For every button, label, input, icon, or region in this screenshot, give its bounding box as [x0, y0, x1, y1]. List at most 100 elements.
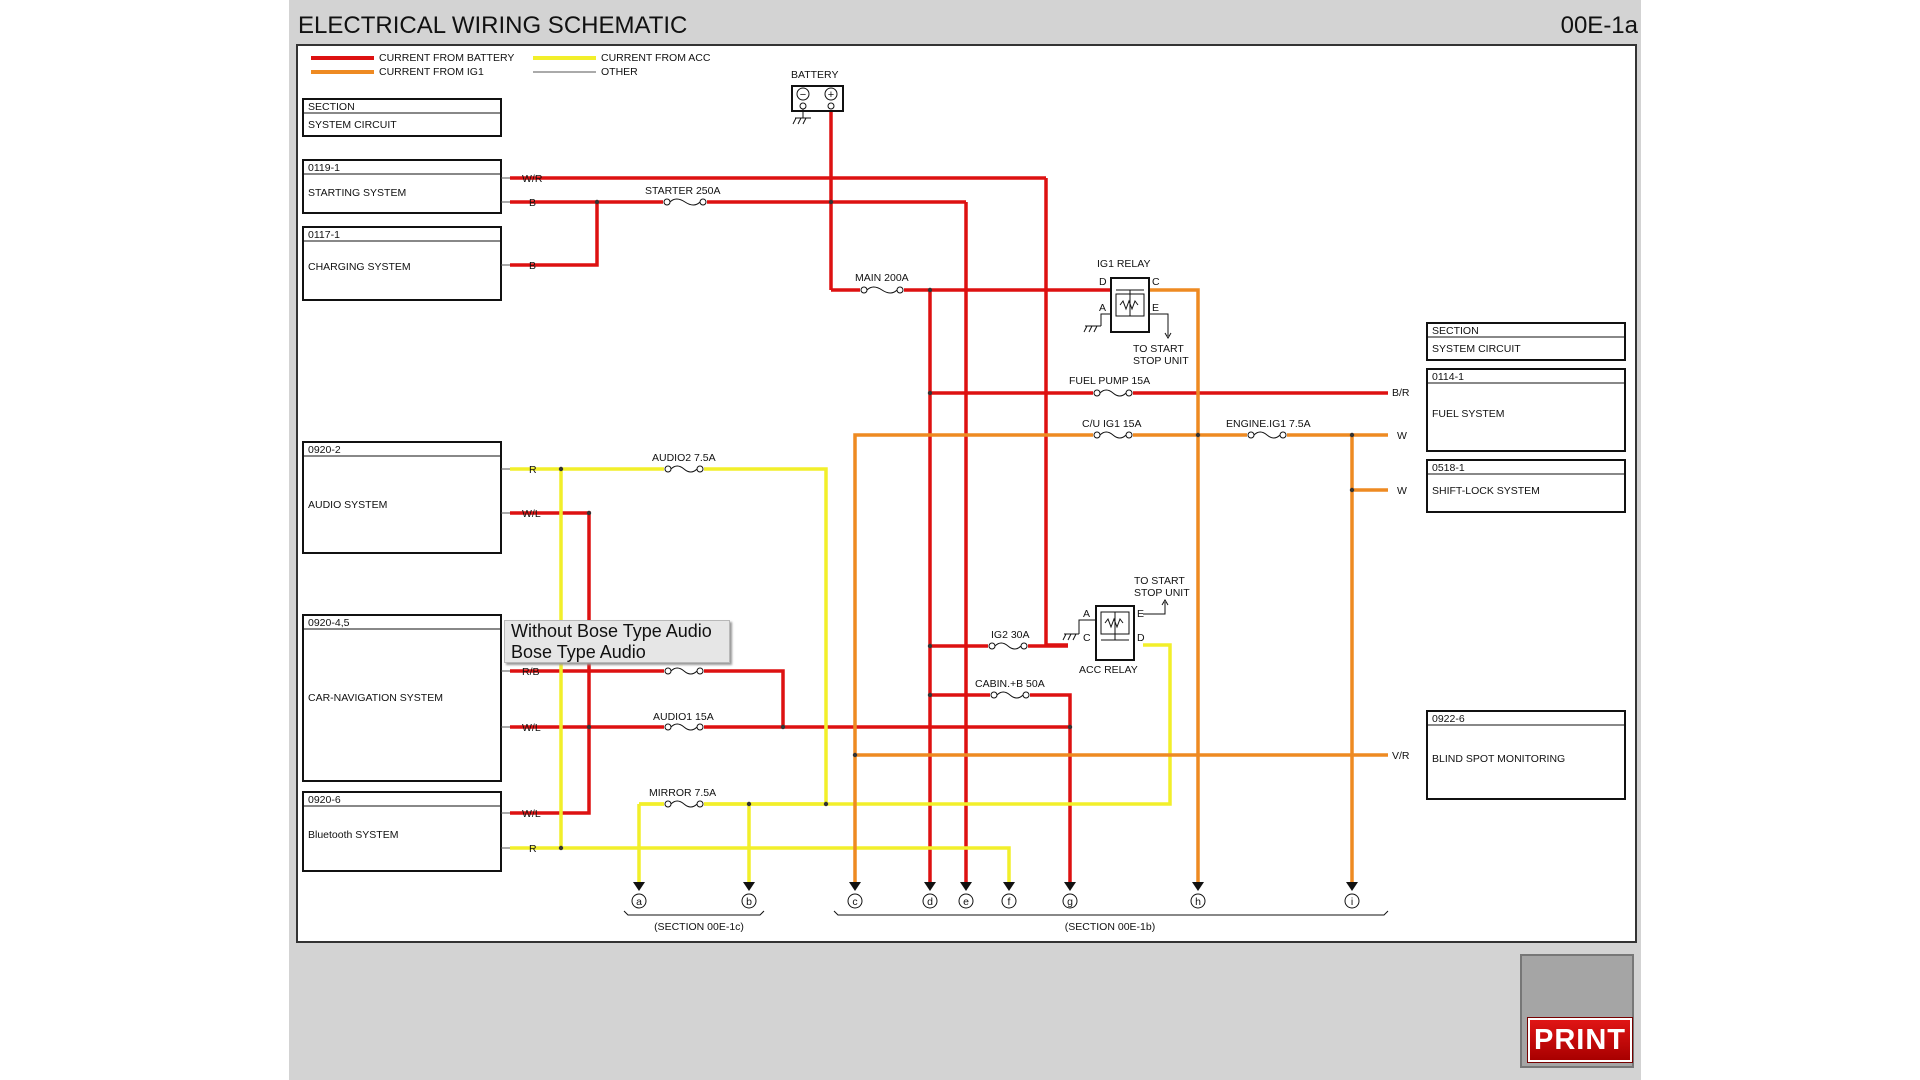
connector-a[interactable]: a: [631, 882, 647, 909]
wires-battery: [510, 105, 1388, 882]
fuse-icon: [1093, 429, 1133, 441]
connector-label: e: [963, 896, 969, 908]
fuse-icon: [664, 463, 704, 475]
legend-acc: CURRENT FROM ACC: [601, 52, 711, 64]
fuse-icon: [664, 721, 704, 733]
fuse-label: C/U IG1 15A: [1082, 418, 1142, 430]
box-name: CHARGING SYSTEM: [308, 261, 411, 273]
relay-note: TO START: [1134, 575, 1185, 587]
wire-code: W: [1397, 485, 1407, 497]
box-name: CAR-NAVIGATION SYSTEM: [308, 692, 443, 704]
fuse-label: AUDIO2 7.5A: [652, 452, 716, 464]
battery-positive: +: [828, 89, 834, 101]
box-code: 0117-1: [308, 229, 340, 241]
fuse-icon: [664, 665, 704, 677]
connector-label: f: [1008, 896, 1011, 908]
box-name: Bluetooth SYSTEM: [308, 829, 398, 841]
fuse-icon: [988, 640, 1028, 652]
system-box-starting[interactable]: 0119-1 STARTING SYSTEM: [302, 159, 502, 214]
wire-code: W/L: [522, 722, 541, 734]
connector-e[interactable]: e: [958, 882, 974, 909]
wire-code: R: [529, 464, 537, 476]
relay-pin: A: [1099, 302, 1106, 314]
fuse-icon: [1247, 429, 1287, 441]
legend-battery: CURRENT FROM BATTERY: [379, 52, 514, 64]
box-code: 0920-6: [308, 794, 341, 806]
fuse-label: IG2 30A: [991, 629, 1030, 641]
relay-note: STOP UNIT: [1133, 355, 1189, 367]
fuse-label: MIRROR 7.5A: [649, 787, 716, 799]
relay-name: ACC RELAY: [1079, 664, 1138, 676]
ig1-relay: IG1 RELAY D C A E TO START STOP UNIT: [1083, 258, 1189, 367]
fuse-label: MAIN 200A: [855, 272, 909, 284]
system-box-blind-spot[interactable]: 0922-6 BLIND SPOT MONITORING: [1426, 710, 1626, 800]
system-box-fuel[interactable]: 0114-1 FUEL SYSTEM: [1426, 368, 1626, 452]
relay-coil-icon: [1100, 611, 1130, 641]
box-code: 0518-1: [1432, 462, 1465, 474]
system-box-car-navigation[interactable]: 0920-4,5 CAR-NAVIGATION SYSTEM: [302, 614, 502, 782]
fuse-label: AUDIO1 15A: [653, 711, 714, 723]
box-code: 0920-4,5: [308, 617, 350, 629]
system-box-section-left[interactable]: SECTION SYSTEM CIRCUIT: [302, 98, 502, 137]
section-ref-1b[interactable]: (SECTION 00E-1b): [1065, 921, 1155, 933]
connector-label: c: [852, 896, 857, 908]
box-name: BLIND SPOT MONITORING: [1432, 753, 1565, 765]
system-box-section-right[interactable]: SECTION SYSTEM CIRCUIT: [1426, 322, 1626, 361]
fuses: STARTER 250A MAIN 200A FUEL PUMP 15A C/U…: [645, 185, 1311, 810]
connector-label: h: [1195, 896, 1201, 908]
acc-relay: TO START STOP UNIT A E C D ACC RELAY: [1062, 575, 1190, 676]
tooltip-line-1: Without Bose Type Audio: [511, 621, 712, 641]
system-box-charging[interactable]: 0117-1 CHARGING SYSTEM: [302, 226, 502, 301]
connector-f[interactable]: f: [1001, 882, 1017, 909]
wires-acc: [510, 467, 1172, 882]
wire-code: B: [529, 260, 536, 272]
wire-code: R/B: [522, 666, 540, 678]
tooltip-line-2: Bose Type Audio: [511, 642, 646, 662]
relay-pin: A: [1083, 608, 1090, 620]
fuse-label: ENGINE.IG1 7.5A: [1226, 418, 1311, 430]
box-code: SECTION: [1432, 325, 1479, 337]
system-box-shift-lock[interactable]: 0518-1 SHIFT-LOCK SYSTEM: [1426, 459, 1626, 513]
wire-code: R: [529, 843, 537, 855]
box-name: AUDIO SYSTEM: [308, 499, 387, 511]
page-title: ELECTRICAL WIRING SCHEMATIC: [298, 12, 688, 39]
battery-label: BATTERY: [791, 69, 838, 81]
junction-dots: [558, 199, 1355, 851]
page-code: 00E-1a: [1560, 12, 1638, 39]
connector-label: d: [927, 896, 933, 908]
relay-pin: C: [1152, 276, 1160, 288]
relay-pin: D: [1099, 276, 1107, 288]
wire-code: V/R: [1392, 750, 1410, 762]
legend-ig1: CURRENT FROM IG1: [379, 66, 484, 78]
wire-codes: W/R B B R W/L R/B W/L W/L R B/R W W V/R: [522, 173, 1410, 855]
box-code: 0920-2: [308, 444, 341, 456]
connector-h[interactable]: h: [1190, 882, 1206, 909]
legend-other: OTHER: [601, 66, 638, 78]
wire-stubs: [501, 177, 510, 849]
wire-code: W/L: [522, 508, 541, 520]
box-name: SYSTEM CIRCUIT: [1432, 343, 1521, 355]
connector-d[interactable]: d: [922, 882, 938, 909]
relay-name: IG1 RELAY: [1097, 258, 1151, 270]
connector-g[interactable]: g: [1062, 882, 1078, 909]
box-code: SECTION: [308, 101, 355, 113]
wire-code: B/R: [1392, 387, 1410, 399]
box-code: 0119-1: [308, 162, 340, 174]
connector-b[interactable]: b: [741, 882, 757, 909]
fuse-icon: [663, 196, 707, 208]
system-box-bluetooth[interactable]: 0920-6 Bluetooth SYSTEM: [302, 791, 502, 872]
tooltip: Without Bose Type Audio Bose Type Audio: [504, 620, 730, 663]
print-button[interactable]: PRINT: [1528, 1018, 1632, 1062]
fuse-icon: [1093, 387, 1133, 399]
connector-label: g: [1067, 896, 1073, 908]
connector-c[interactable]: c: [847, 882, 863, 909]
relay-pin: E: [1137, 608, 1144, 620]
system-box-audio[interactable]: 0920-2 AUDIO SYSTEM: [302, 441, 502, 554]
relay-note: STOP UNIT: [1134, 587, 1190, 599]
fuse-label: CABIN.+B 50A: [975, 678, 1045, 690]
section-ref-1c[interactable]: (SECTION 00E-1c): [654, 921, 744, 933]
box-code: 0922-6: [1432, 713, 1465, 725]
connector-i[interactable]: i: [1344, 882, 1360, 909]
relay-pin: C: [1083, 632, 1091, 644]
